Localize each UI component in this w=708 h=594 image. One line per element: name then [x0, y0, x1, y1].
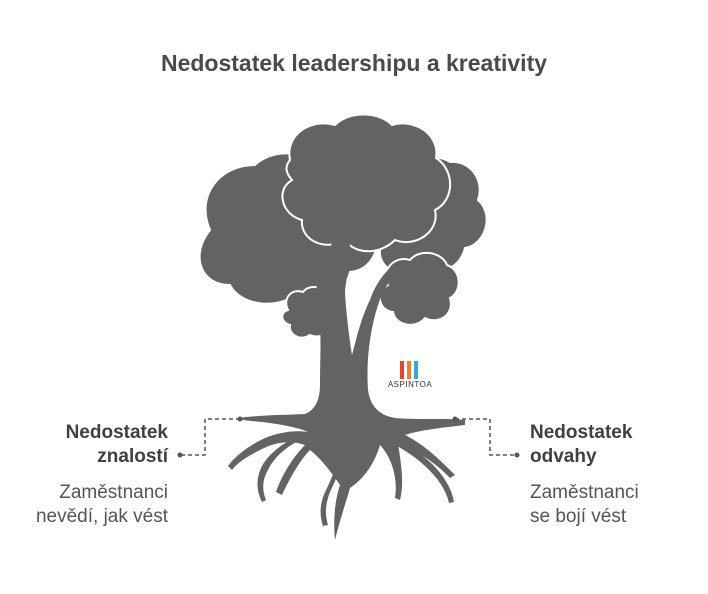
left-heading: Nedostatek znalostí — [65, 422, 168, 467]
connector-right — [455, 418, 515, 456]
left-description: Zaměstnanci nevědí, jak vést — [35, 482, 168, 527]
diagram-title: Nedostatek leadershipu a kreativity — [160, 50, 548, 76]
connector-left-dot-label — [177, 452, 183, 458]
canopy-top — [281, 113, 451, 253]
logo-icon — [400, 361, 418, 379]
connector-right-dot-tree — [452, 416, 458, 422]
right-label: Nedostatek odvahy Zaměstnanci se bojí vé… — [530, 421, 639, 529]
logo-text: ASPINTOA — [387, 380, 433, 389]
canopy-small-right — [378, 251, 460, 326]
left-label: Nedostatek znalostí Zaměstnanci nevědí, … — [36, 421, 168, 529]
tree-trunk — [228, 236, 465, 540]
root-center — [320, 440, 345, 526]
root-left — [257, 436, 300, 502]
right-description: Zaměstnanci se bojí vést — [530, 482, 639, 527]
right-heading: Nedostatek odvahy — [530, 422, 633, 467]
connector-left — [182, 418, 240, 456]
connector-right-dot-label — [514, 452, 520, 458]
root-right — [378, 430, 454, 503]
connector-left-dot-tree — [237, 416, 243, 422]
